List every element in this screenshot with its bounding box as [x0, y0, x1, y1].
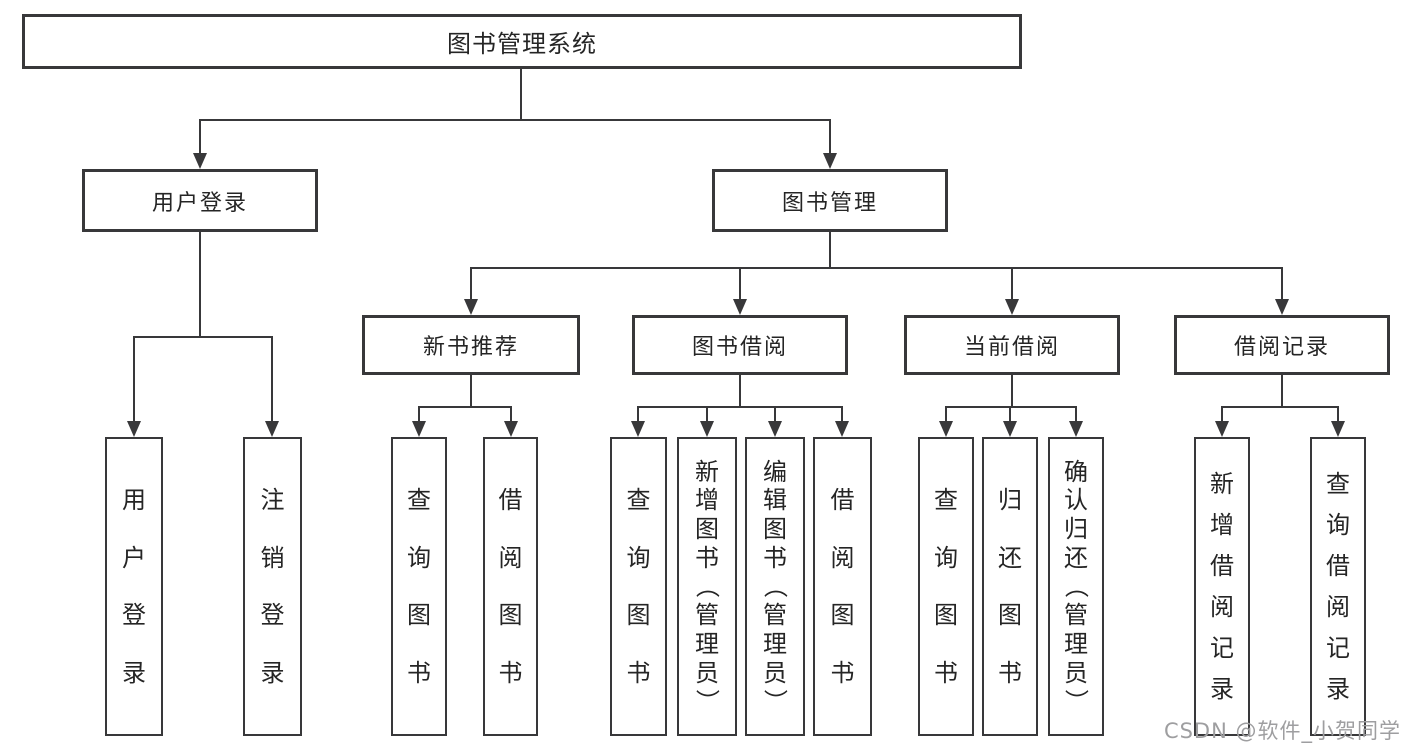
node-label: 借阅图书: [830, 486, 855, 687]
arrow-down-icon: [265, 421, 279, 437]
connector-line: [271, 336, 273, 423]
arrow-down-icon: [1215, 421, 1229, 437]
connector-line: [418, 406, 512, 408]
node-label: 借阅图书: [498, 486, 523, 687]
connector-line: [133, 336, 273, 338]
node-label: 图书借阅: [691, 335, 788, 360]
connector-line: [133, 336, 135, 423]
node-label: 新书推荐: [422, 335, 519, 360]
node-label: 编辑图书（管理员）: [761, 457, 789, 714]
connector-line: [510, 406, 512, 423]
connector-line: [199, 119, 831, 121]
arrow-down-icon: [464, 299, 478, 315]
node-label: 注销登录: [260, 486, 285, 687]
connector-line: [841, 406, 843, 423]
arrow-down-icon: [412, 421, 426, 437]
connector-line: [470, 267, 472, 301]
leaf-confirm-return-admin: 确认归还（管理员）: [1048, 437, 1104, 736]
watermark-text: CSDN @软件_小贺同学: [1163, 719, 1401, 743]
node-label: 用户登录: [151, 190, 248, 216]
connector-line: [945, 406, 947, 423]
connector-line: [520, 69, 522, 119]
connector-line: [1221, 406, 1339, 408]
node-book-management: 图书管理: [712, 169, 948, 232]
leaf-borrow-books-recommend: 借阅图书: [483, 437, 538, 736]
connector-line: [199, 232, 201, 337]
node-label: 图书管理: [781, 190, 878, 216]
leaf-add-book-admin: 新增图书（管理员）: [677, 437, 737, 736]
connector-line: [829, 232, 831, 268]
leaf-borrow-books: 借阅图书: [813, 437, 872, 736]
node-label: 新增图书（管理员）: [693, 457, 721, 714]
connector-line: [829, 119, 831, 155]
connector-line: [739, 375, 741, 408]
leaf-user-login: 用户登录: [105, 437, 163, 736]
leaf-logout: 注销登录: [243, 437, 302, 736]
arrow-down-icon: [939, 421, 953, 437]
node-label: 确认归还（管理员）: [1062, 457, 1090, 714]
node-label: 查询图书: [626, 486, 651, 687]
connector-line: [470, 375, 472, 408]
connector-line: [1009, 406, 1011, 423]
arrow-down-icon: [768, 421, 782, 437]
arrow-down-icon: [193, 153, 207, 169]
node-user-login: 用户登录: [82, 169, 318, 232]
node-label: 查询图书: [934, 486, 958, 687]
leaf-return-books: 归还图书: [982, 437, 1038, 736]
node-label: 新增借阅记录: [1210, 470, 1234, 703]
node-label: 查询图书: [407, 486, 431, 687]
leaf-query-books-current: 查询图书: [918, 437, 974, 736]
leaf-query-books-borrow: 查询图书: [610, 437, 667, 736]
node-label: 归还图书: [998, 486, 1022, 687]
node-label: 借阅记录: [1233, 335, 1330, 360]
leaf-edit-book-admin: 编辑图书（管理员）: [745, 437, 805, 736]
node-book-borrow: 图书借阅: [632, 315, 848, 375]
arrow-down-icon: [700, 421, 714, 437]
connector-line: [1221, 406, 1223, 423]
connector-line: [418, 406, 420, 423]
connector-line: [739, 267, 741, 301]
connector-line: [199, 119, 201, 155]
connector-line: [774, 406, 776, 423]
connector-line: [945, 406, 1077, 408]
connector-line: [1011, 375, 1013, 408]
arrow-down-icon: [1069, 421, 1083, 437]
arrow-down-icon: [127, 421, 141, 437]
node-new-book-recommend: 新书推荐: [362, 315, 580, 375]
node-label: 用户登录: [122, 486, 146, 687]
connector-line: [1011, 267, 1013, 301]
arrow-down-icon: [823, 153, 837, 169]
connector-line: [1075, 406, 1077, 423]
arrow-down-icon: [504, 421, 518, 437]
node-label: 图书管理系统: [447, 30, 597, 58]
node-current-borrow: 当前借阅: [904, 315, 1120, 375]
connector-line: [1281, 375, 1283, 408]
connector-line: [706, 406, 708, 423]
connector-line: [1281, 267, 1283, 301]
node-label: 查询借阅记录: [1326, 470, 1350, 703]
arrow-down-icon: [1003, 421, 1017, 437]
connector-line: [1337, 406, 1339, 423]
leaf-add-borrow-record: 新增借阅记录: [1194, 437, 1250, 736]
node-label: 当前借阅: [963, 335, 1060, 360]
leaf-query-books-recommend: 查询图书: [391, 437, 447, 736]
arrow-down-icon: [733, 299, 747, 315]
arrow-down-icon: [1005, 299, 1019, 315]
node-root-system: 图书管理系统: [22, 14, 1022, 69]
arrow-down-icon: [631, 421, 645, 437]
leaf-query-borrow-record: 查询借阅记录: [1310, 437, 1366, 736]
arrow-down-icon: [1331, 421, 1345, 437]
connector-line: [470, 267, 1283, 269]
connector-line: [637, 406, 639, 423]
arrow-down-icon: [835, 421, 849, 437]
node-borrow-records: 借阅记录: [1174, 315, 1390, 375]
arrow-down-icon: [1275, 299, 1289, 315]
connector-line: [637, 406, 843, 408]
